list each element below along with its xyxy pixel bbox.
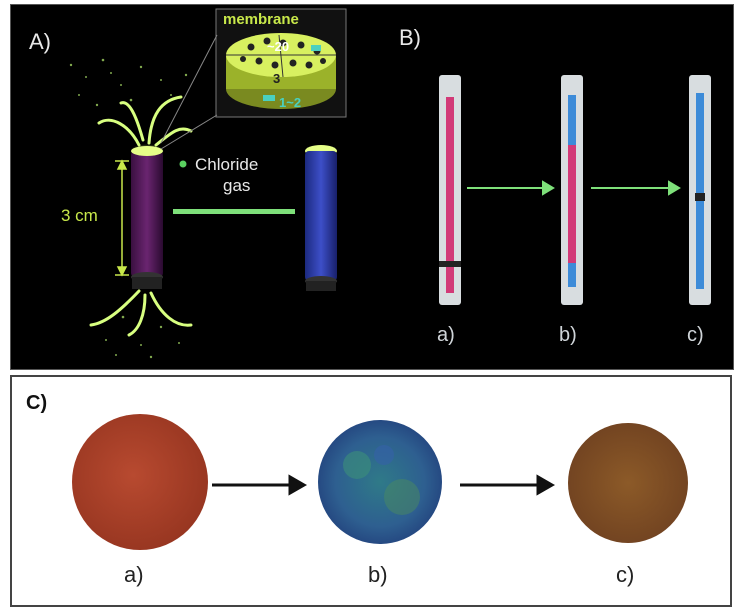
membrane-dim-bottom: 1~2 bbox=[279, 95, 301, 110]
arrow-icon bbox=[212, 474, 556, 496]
disc-a bbox=[72, 414, 208, 550]
tube-b-c bbox=[689, 75, 711, 305]
tube-label-c: c) bbox=[687, 324, 704, 346]
gas-label-line1: Chloride bbox=[195, 155, 258, 174]
tube-a-purple bbox=[130, 144, 164, 289]
membrane-inset bbox=[160, 8, 347, 150]
photo-panel-ab: A) bbox=[10, 4, 734, 370]
tube-label-a: a) bbox=[437, 324, 455, 346]
disc-label-c: c) bbox=[616, 562, 634, 587]
panel-ab-canvas: A) bbox=[29, 8, 711, 359]
height-dimension bbox=[115, 159, 129, 277]
disc-c bbox=[568, 423, 688, 543]
gas-label-line2: gas bbox=[223, 176, 250, 195]
tendrils-bottom bbox=[89, 289, 193, 337]
tube-label-b: b) bbox=[559, 324, 577, 346]
panel-c-canvas: C) a) b) c) bbox=[26, 392, 688, 587]
tube-b-a bbox=[439, 75, 461, 305]
disc-label-a: a) bbox=[124, 562, 144, 587]
gas-bullet-icon bbox=[179, 160, 187, 168]
disc-label-b: b) bbox=[368, 562, 388, 587]
membrane-dim-mid: 3 bbox=[273, 71, 280, 86]
panel-c-label: C) bbox=[26, 392, 47, 414]
tube-b-b bbox=[561, 75, 583, 305]
arrow-icon bbox=[467, 180, 681, 196]
tendrils-top bbox=[97, 95, 193, 147]
photo-panel-c: C) a) b) c) bbox=[10, 375, 732, 607]
panel-a-label: A) bbox=[29, 29, 51, 54]
sparkle-particles bbox=[69, 58, 188, 359]
transition-bar bbox=[173, 209, 295, 214]
membrane-dim-top: ~20 bbox=[267, 39, 289, 54]
panel-b-label: B) bbox=[399, 25, 421, 50]
membrane-label: membrane bbox=[223, 11, 299, 28]
tube-a-blue bbox=[305, 145, 337, 291]
disc-b bbox=[318, 420, 442, 544]
height-label: 3 cm bbox=[61, 206, 98, 225]
